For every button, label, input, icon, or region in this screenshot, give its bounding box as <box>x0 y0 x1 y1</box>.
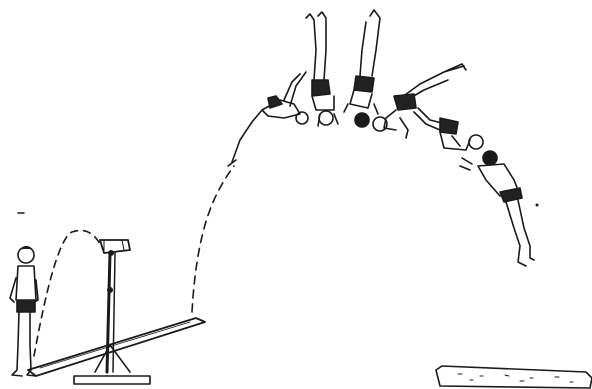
athlete-head <box>18 247 34 263</box>
teeterboard-seesaw <box>28 318 205 376</box>
seesaw-pillar-stand <box>74 240 150 384</box>
flip-figure-3 <box>344 10 380 127</box>
dashed-arc-left <box>34 231 100 357</box>
flip-figure-1 <box>228 72 308 166</box>
flip-figure-6 <box>460 151 534 266</box>
flip-figure-5 <box>414 108 483 150</box>
landing-mat <box>436 366 592 388</box>
dashed-arc-right <box>192 166 234 312</box>
flip-figure-2 <box>306 12 338 126</box>
trajectory-lines <box>34 166 234 356</box>
stray-dot <box>536 204 538 206</box>
flip-sequence <box>228 10 534 266</box>
